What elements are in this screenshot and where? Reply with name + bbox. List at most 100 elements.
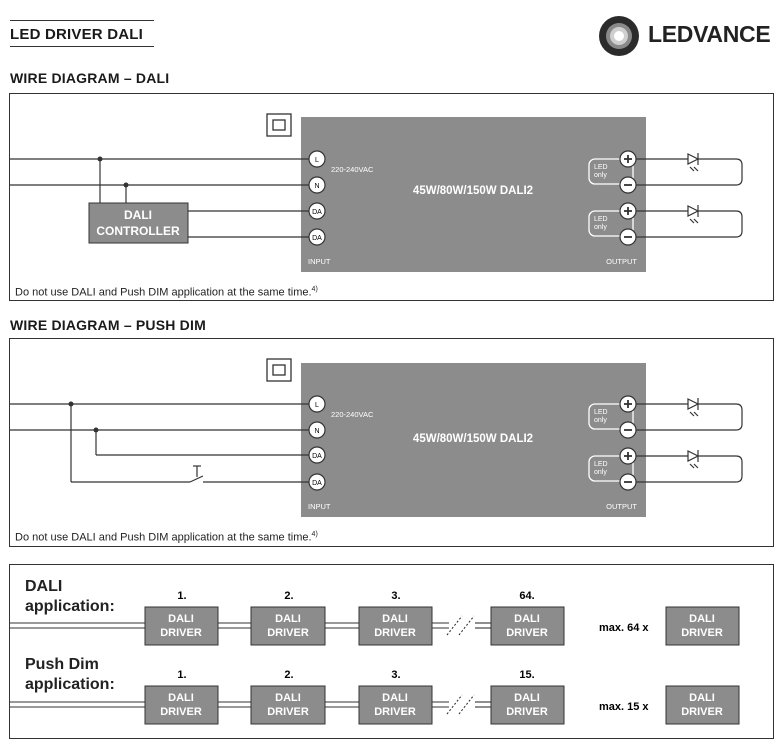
dali-max-label: max. 64 x [599,622,649,634]
push-driver-box: DALI DRIVER [665,685,740,725]
input-terminal-n: N [308,176,326,194]
svg-text:DALI: DALI [168,613,194,625]
wire-diagram-dali-frame [9,93,774,301]
svg-text:only: only [594,172,607,179]
title-rule-bottom [10,46,154,47]
push-app-label-1: Push Dim [25,656,99,673]
dali-controller-box [88,202,189,244]
input-terminal-l: L [308,150,326,168]
dali-driver-box: DALI DRIVER [144,606,219,646]
svg-text:LED: LED [594,164,608,171]
svg-text:LED: LED [594,461,608,468]
push-app-label-2: application: [25,676,115,693]
output-label: OUTPUT [606,502,637,511]
wire-diagram-push-frame [9,338,774,547]
svg-text:DALI: DALI [275,613,301,625]
dali-number-3: 3. [391,590,400,602]
dali-number-1: 1. [177,590,186,602]
svg-text:DRIVER: DRIVER [506,706,548,718]
svg-text:DA: DA [312,209,322,216]
driver-label: 45W/80W/150W DALI2 [413,185,533,197]
led-load-1 [636,398,743,431]
dali-app-label-2: application: [25,598,115,615]
document-title: LED DRIVER DALI [10,26,144,43]
input-terminal-da1: DA [308,446,326,464]
svg-text:DALI: DALI [689,613,715,625]
svg-text:DRIVER: DRIVER [374,627,416,639]
svg-text:only: only [594,417,607,424]
led-load-1 [636,153,743,186]
applications-frame [9,564,774,739]
svg-text:L: L [315,402,319,409]
input-terminal-da1: DA [308,202,326,220]
svg-text:N: N [314,428,319,435]
svg-text:DALI: DALI [514,692,540,704]
svg-text:only: only [594,469,607,476]
svg-text:LED: LED [594,216,608,223]
led-load-2 [636,205,743,238]
dali-note: Do not use DALI and Push DIM application… [15,286,318,299]
dali-number-64: 64. [519,590,534,602]
wire-diagram-push-title: WIRE DIAGRAM – PUSH DIM [10,317,206,333]
controller-label-2: CONTROLLER [96,224,180,238]
svg-text:DRIVER: DRIVER [160,627,202,639]
push-number-3: 3. [391,669,400,681]
svg-text:DALI: DALI [382,613,408,625]
dali-row: 1. 2. 3. 64. DALI DRIVER DALI DRIVER DAL… [9,590,740,646]
push-driver-box: DALI DRIVER [250,685,326,725]
svg-text:DA: DA [312,235,322,242]
svg-text:DRIVER: DRIVER [267,706,309,718]
input-terminal-n: N [308,421,326,439]
svg-text:DA: DA [312,453,322,460]
output-group-1: LED only [588,395,637,439]
input-label: INPUT [308,502,331,511]
title-rule-top [10,20,154,21]
svg-text:DALI: DALI [689,692,715,704]
push-max-label: max. 15 x [599,701,649,713]
wire-diagram-dali-title: WIRE DIAGRAM – DALI [10,70,170,86]
input-label: INPUT [308,257,331,266]
controller-label-1: DALI [124,208,152,222]
driver-box [301,363,646,517]
push-button-icon [189,465,204,483]
led-load-2 [636,450,743,483]
svg-text:DALI: DALI [275,692,301,704]
applications-diagram: 1. 2. 3. 64. DALI DRIVER DALI DRIVER DAL… [9,590,740,725]
svg-text:only: only [594,224,607,231]
push-row: 1. 2. 3. 15. DALI DRIVER DALI DRIVER DAL… [9,669,740,725]
input-terminal-da2: DA [308,228,326,246]
svg-text:DRIVER: DRIVER [681,627,723,639]
double-insulation-icon [266,358,292,382]
svg-text:DRIVER: DRIVER [374,706,416,718]
svg-text:L: L [315,157,319,164]
svg-text:DRIVER: DRIVER [267,627,309,639]
push-number-2: 2. [284,669,293,681]
wire-diagram-dali: DALI CONTROLLER L N DA DA 220-240VAC 45W… [9,113,743,272]
driver-label: 45W/80W/150W DALI2 [413,433,533,445]
wire-diagram-push-dim: L N DA DA 220-240VAC 45W/80W/150W DALI2 … [9,358,743,517]
output-label: OUTPUT [606,257,637,266]
driver-box [301,117,646,272]
push-dim-note: Do not use DALI and Push DIM application… [15,531,318,544]
double-insulation-icon [266,113,292,137]
svg-text:N: N [314,183,319,190]
dali-driver-box: DALI DRIVER [250,606,326,646]
svg-text:DALI: DALI [514,613,540,625]
voltage-label: 220-240VAC [331,165,374,174]
input-terminal-l: L [308,395,326,413]
dali-driver-box: DALI DRIVER [665,606,740,646]
svg-text:DA: DA [312,480,322,487]
voltage-label: 220-240VAC [331,410,374,419]
dali-app-label-1: DALI [25,578,63,595]
svg-text:DALI: DALI [168,692,194,704]
push-driver-box: DALI DRIVER [358,685,433,725]
svg-text:DRIVER: DRIVER [160,706,202,718]
svg-text:DALI: DALI [382,692,408,704]
dali-driver-box: DALI DRIVER [490,606,565,646]
dali-number-2: 2. [284,590,293,602]
input-terminal-da2: DA [308,473,326,491]
push-driver-box: DALI DRIVER [144,685,219,725]
brand-name: LEDVANCE [648,21,771,47]
push-driver-box: DALI DRIVER [490,685,565,725]
svg-text:DRIVER: DRIVER [506,627,548,639]
